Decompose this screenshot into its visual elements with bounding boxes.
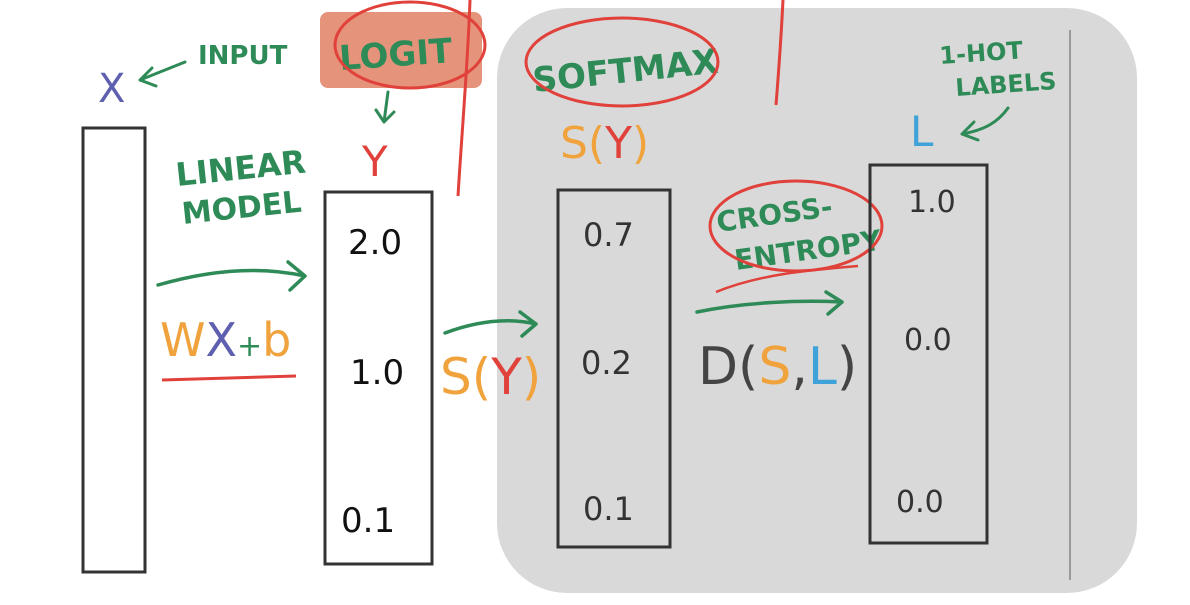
logit-circle — [333, 0, 487, 90]
distance-function: D(S,L) — [698, 337, 857, 397]
onehot-arrow — [960, 106, 1010, 142]
logit-arrow — [374, 90, 396, 124]
label-value-2: 0.0 — [904, 323, 952, 358]
sy-mid-s: S( — [440, 348, 491, 406]
cross-entropy-underline — [715, 264, 859, 294]
d-close: ) — [837, 337, 857, 397]
wx-w: W — [160, 313, 205, 367]
logit-value-3: 0.1 — [341, 501, 395, 541]
wx-plus: + — [237, 329, 262, 364]
wx-x: X — [205, 313, 237, 367]
x-label: X — [98, 66, 125, 112]
labels-column — [868, 163, 989, 545]
softmax-circle — [524, 16, 720, 108]
red-annotation-stroke-2 — [774, 0, 785, 106]
label-value-3: 0.0 — [896, 485, 944, 520]
sy-mid-y: Y — [490, 348, 522, 406]
wx-formula: WX+b — [160, 313, 291, 367]
logit-value-1: 2.0 — [348, 223, 402, 263]
softmax-column — [556, 188, 672, 549]
x-column — [81, 126, 147, 574]
sy-top-s: S( — [560, 118, 605, 169]
sy-mid-close: ) — [522, 348, 542, 406]
label-value-1: 1.0 — [908, 185, 956, 220]
input-label: INPUT — [198, 41, 288, 71]
logit-value-2: 1.0 — [350, 353, 404, 393]
sy-top-close: ) — [632, 118, 649, 169]
linear-arrow — [156, 260, 307, 292]
softmax-function-mid: S(Y) — [440, 348, 541, 406]
softmax-value-3: 0.1 — [583, 490, 634, 528]
input-arrow — [138, 60, 187, 88]
logit-column — [323, 190, 434, 566]
red-annotation-stroke — [456, 0, 472, 197]
softmax-value-2: 0.2 — [581, 344, 632, 382]
softmax-value-1: 0.7 — [583, 216, 634, 254]
d-s: S — [758, 337, 791, 397]
sy-top-y: Y — [604, 118, 632, 169]
l-label: L — [910, 107, 934, 156]
onehot-label-line1: 1-HOT — [938, 36, 1024, 70]
softmax-arrow — [443, 310, 538, 338]
d-comma: , — [791, 337, 808, 397]
logit-label: LOGIT — [338, 31, 454, 79]
d-l: L — [808, 337, 837, 397]
logit-highlight — [320, 12, 482, 88]
softmax-function-top: S(Y) — [560, 118, 649, 169]
wx-b: b — [262, 313, 291, 367]
y-label: Y — [361, 137, 388, 186]
wx-underline — [161, 374, 297, 382]
cross-entropy-arrow — [695, 290, 844, 316]
d-open: D( — [698, 337, 758, 397]
